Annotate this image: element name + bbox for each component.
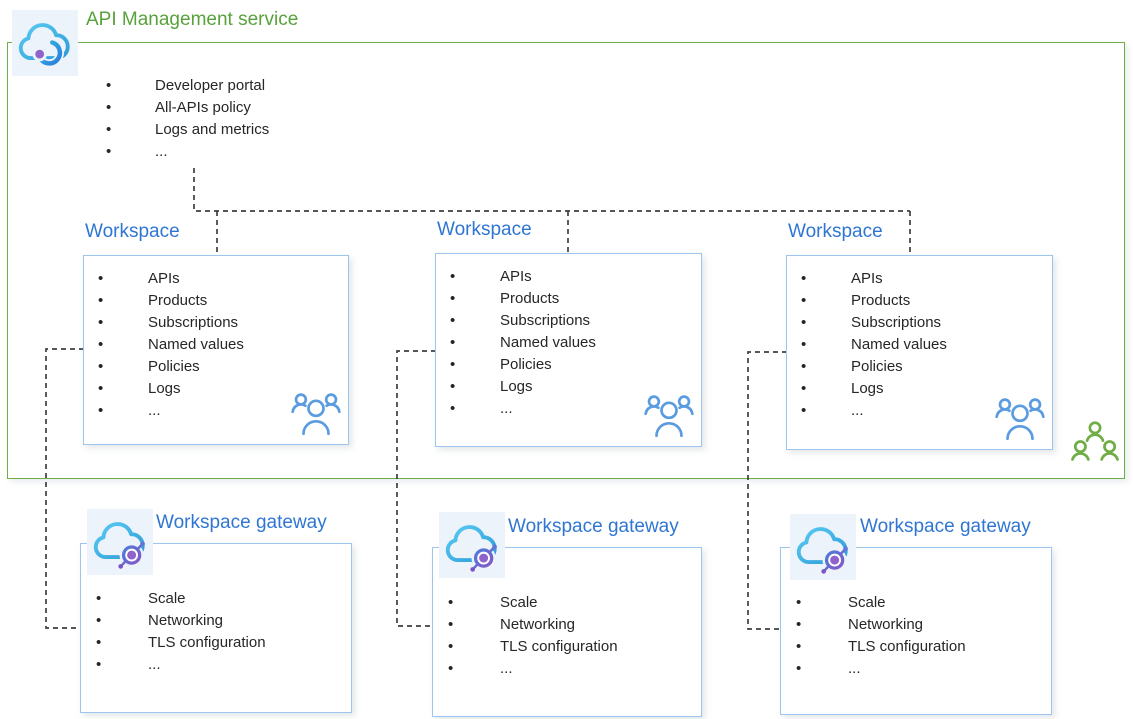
workspace-gateway-icon [439,512,505,578]
list-item: Scale [448,592,618,614]
workspace-box: APIs Products Subscriptions Named values… [435,253,702,447]
list-item: ... [96,141,269,163]
list-item: Products [98,290,244,312]
list-item: TLS configuration [448,636,618,658]
list-item: Networking [448,614,618,636]
workspace-title: Workspace [85,221,180,242]
list-item: Subscriptions [450,310,596,332]
api-management-feature-list: Developer portal All-APIs policy Logs an… [96,75,269,163]
list-item: Logs [450,376,596,398]
list-item: Logs and metrics [96,119,269,141]
workspace-gateway-title: Workspace gateway [156,512,327,533]
list-item: Policies [450,354,596,376]
workspace-gateway-title: Workspace gateway [508,516,679,537]
list-item: Products [801,290,947,312]
list-item: Policies [98,356,244,378]
team-icon [643,391,695,439]
list-item: Subscriptions [98,312,244,334]
list-item: ... [450,398,596,420]
api-management-icon [12,10,78,76]
workspace-feature-list: APIs Products Subscriptions Named values… [801,268,947,422]
list-item: Developer portal [96,75,269,97]
team-icon [290,389,342,437]
workspace-box: APIs Products Subscriptions Named values… [83,255,349,445]
gateway-feature-list: Scale Networking TLS configuration ... [96,588,266,676]
list-item: ... [801,400,947,422]
team-icon-green [1068,420,1122,468]
team-icon [994,394,1046,442]
workspace-gateway-icon [87,509,153,575]
list-item: ... [96,654,266,676]
list-item: ... [98,400,244,422]
list-item: Policies [801,356,947,378]
list-item: Subscriptions [801,312,947,334]
list-item: TLS configuration [96,632,266,654]
list-item: Logs [98,378,244,400]
api-management-service-box [7,42,1125,479]
workspace-gateway-title: Workspace gateway [860,516,1031,537]
list-item: Scale [796,592,966,614]
gateway-feature-list: Scale Networking TLS configuration ... [448,592,618,680]
workspace-gateway-icon [790,514,856,580]
workspace-feature-list: APIs Products Subscriptions Named values… [98,268,244,422]
workspace-box: APIs Products Subscriptions Named values… [786,255,1053,450]
list-item: Logs [801,378,947,400]
gateway-feature-list: Scale Networking TLS configuration ... [796,592,966,680]
list-item: APIs [801,268,947,290]
workspace-title: Workspace [437,219,532,240]
api-management-title: API Management service [86,9,299,30]
list-item: Named values [801,334,947,356]
list-item: Networking [796,614,966,636]
list-item: Scale [96,588,266,610]
workspace-feature-list: APIs Products Subscriptions Named values… [450,266,596,420]
list-item: APIs [98,268,244,290]
list-item: Networking [96,610,266,632]
list-item: TLS configuration [796,636,966,658]
list-item: ... [796,658,966,680]
list-item: Products [450,288,596,310]
workspace-title: Workspace [788,221,883,242]
list-item: Named values [98,334,244,356]
list-item: Named values [450,332,596,354]
list-item: APIs [450,266,596,288]
list-item: ... [448,658,618,680]
workspace-gateway-box: Scale Networking TLS configuration ... [432,547,702,717]
list-item: All-APIs policy [96,97,269,119]
